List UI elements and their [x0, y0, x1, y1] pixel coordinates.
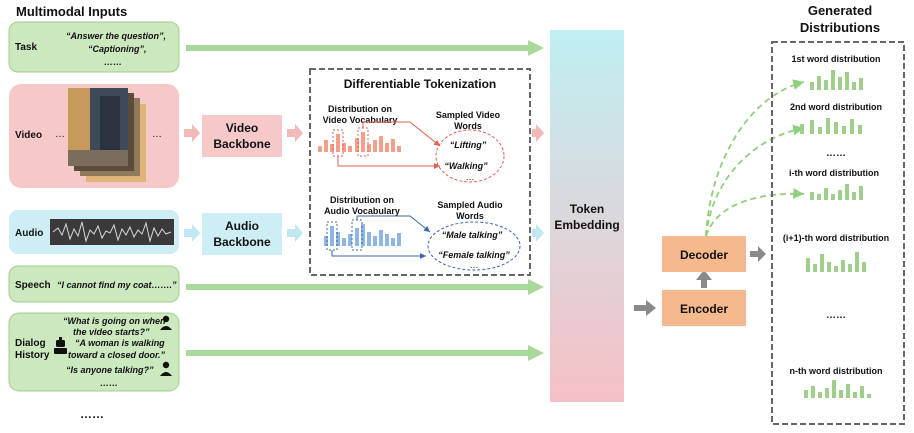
dist-2-label: 2nd word distribution [790, 102, 882, 112]
video-word-1: “Lifting” [450, 140, 487, 150]
dialog-a1-line2: toward a closed door.” [68, 350, 166, 360]
audio-backbone-line2: Backbone [213, 235, 271, 249]
video-dist-line2: Video Vocabulary [323, 115, 398, 125]
audio-words-ellipse [427, 221, 521, 271]
dialog-label-line1: Dialog [15, 338, 46, 349]
video-words-ellipse [435, 129, 505, 183]
video-backbone-line2: Backbone [213, 137, 271, 151]
decoder-output-arrow [750, 246, 766, 262]
audio-sample-box-1 [326, 221, 338, 251]
task-text-line3: …… [104, 57, 122, 67]
task-text-line2: “Captioning”, [88, 44, 147, 54]
dialog-q2: “Is anyone talking?” [66, 365, 154, 375]
audio-backbone-arrow [287, 224, 303, 242]
audio-label: Audio [15, 228, 43, 239]
audio-sample-arrow-2 [331, 250, 426, 259]
speech-box [8, 265, 180, 303]
video-input-arrow [184, 124, 200, 142]
speech-label: Speech [15, 280, 51, 291]
audio-sampled-line2: Words [456, 211, 484, 221]
dist-i1-label: (i+1)-th word distribution [783, 233, 889, 243]
decoder-label: Decoder [680, 248, 728, 262]
distributions-panel [771, 41, 905, 425]
video-vocab-bars [318, 132, 401, 152]
encoder-box[interactable] [662, 290, 746, 326]
feedback-curves [705, 79, 805, 237]
dialog-arrow [186, 345, 544, 361]
video-sampled-line2: Words [454, 121, 482, 131]
audio-input-arrow [184, 224, 200, 242]
dialog-box [8, 312, 180, 392]
dist-1-label: 1st word distribution [792, 54, 881, 64]
task-label: Task [15, 42, 37, 53]
video-sample-arrow-1 [362, 121, 441, 147]
video-dots-right: … [152, 129, 162, 140]
outputs-header-line1: Generated [808, 3, 872, 18]
audio-backbone-line1: Audio [225, 219, 259, 233]
dist-dots-1: …… [826, 148, 846, 159]
dialog-q1-line1: “What is going on when [63, 316, 166, 326]
video-dist-line1: Distribution on [328, 104, 392, 114]
dialog-dots: …… [100, 378, 118, 388]
audio-sample-arrow-1 [356, 215, 431, 233]
outputs-header-line2: Distributions [800, 20, 880, 35]
video-words-dots: … [466, 172, 475, 182]
video-label: Video [15, 130, 42, 141]
inputs-header: Multimodal Inputs [16, 4, 127, 19]
dist-1-bars [810, 70, 863, 90]
task-box [8, 21, 180, 73]
dist-n-label: n-th word distribution [790, 366, 883, 376]
tokenization-panel [309, 68, 531, 276]
encoder-to-decoder-arrow [696, 270, 712, 288]
dialog-label-line2: History [15, 350, 50, 361]
audio-waveform-bg [50, 219, 174, 245]
speech-arrow [186, 279, 544, 295]
dialog-q1-line2: the video starts?” [73, 327, 150, 337]
audio-dist-line2: Audio Vocabulary [324, 206, 400, 216]
dist-n-bars [804, 380, 871, 398]
audio-word-2: “Female talking” [438, 250, 510, 260]
dialog-a1-line1: “A woman is walking [75, 338, 165, 348]
token-embedding-line1: Token [570, 202, 604, 216]
tokenization-title: Differentiable Tokenization [344, 77, 496, 91]
more-inputs-dots: …… [80, 407, 104, 421]
tokens-video-arrow [532, 124, 544, 142]
audio-backbone-box[interactable] [202, 213, 282, 255]
dist-i1-bars [806, 252, 866, 272]
audio-dist-line1: Distribution on [330, 195, 394, 205]
decoder-box[interactable] [662, 236, 746, 272]
dist-i-label: i-th word distribution [789, 168, 879, 178]
video-sample-arrow-2 [337, 156, 440, 169]
video-word-2: “Walking” [444, 161, 488, 171]
dist-2-bars [800, 118, 862, 134]
audio-sampled-line1: Sampled Audio [437, 200, 503, 210]
dist-dots-2: …… [826, 310, 846, 321]
user-icon [160, 361, 172, 376]
task-arrow [186, 40, 544, 56]
task-text-line1: “Answer the question”, [66, 31, 166, 41]
speech-text: “I cannot find my coat…….” [57, 280, 177, 290]
video-frames-icon [68, 88, 146, 182]
video-dots-left: … [55, 129, 65, 140]
audio-vocab-bars [324, 224, 401, 246]
token-embedding-block[interactable] [550, 30, 624, 402]
waveform-icon [52, 221, 172, 243]
user-icon [160, 315, 172, 330]
video-sampled-line1: Sampled Video [436, 110, 501, 120]
audio-word-1: “Male talking” [442, 230, 503, 240]
encoder-label: Encoder [680, 302, 728, 316]
embedding-to-encoder-arrow [634, 300, 656, 316]
video-backbone-line1: Video [226, 121, 258, 135]
robot-icon [54, 337, 67, 354]
video-backbone-arrow [287, 124, 303, 142]
video-backbone-box[interactable] [202, 115, 282, 157]
dist-i-bars [810, 184, 863, 200]
tokens-audio-arrow [532, 224, 544, 242]
audio-words-dots: … [470, 260, 479, 270]
token-embedding-line2: Embedding [554, 218, 619, 232]
